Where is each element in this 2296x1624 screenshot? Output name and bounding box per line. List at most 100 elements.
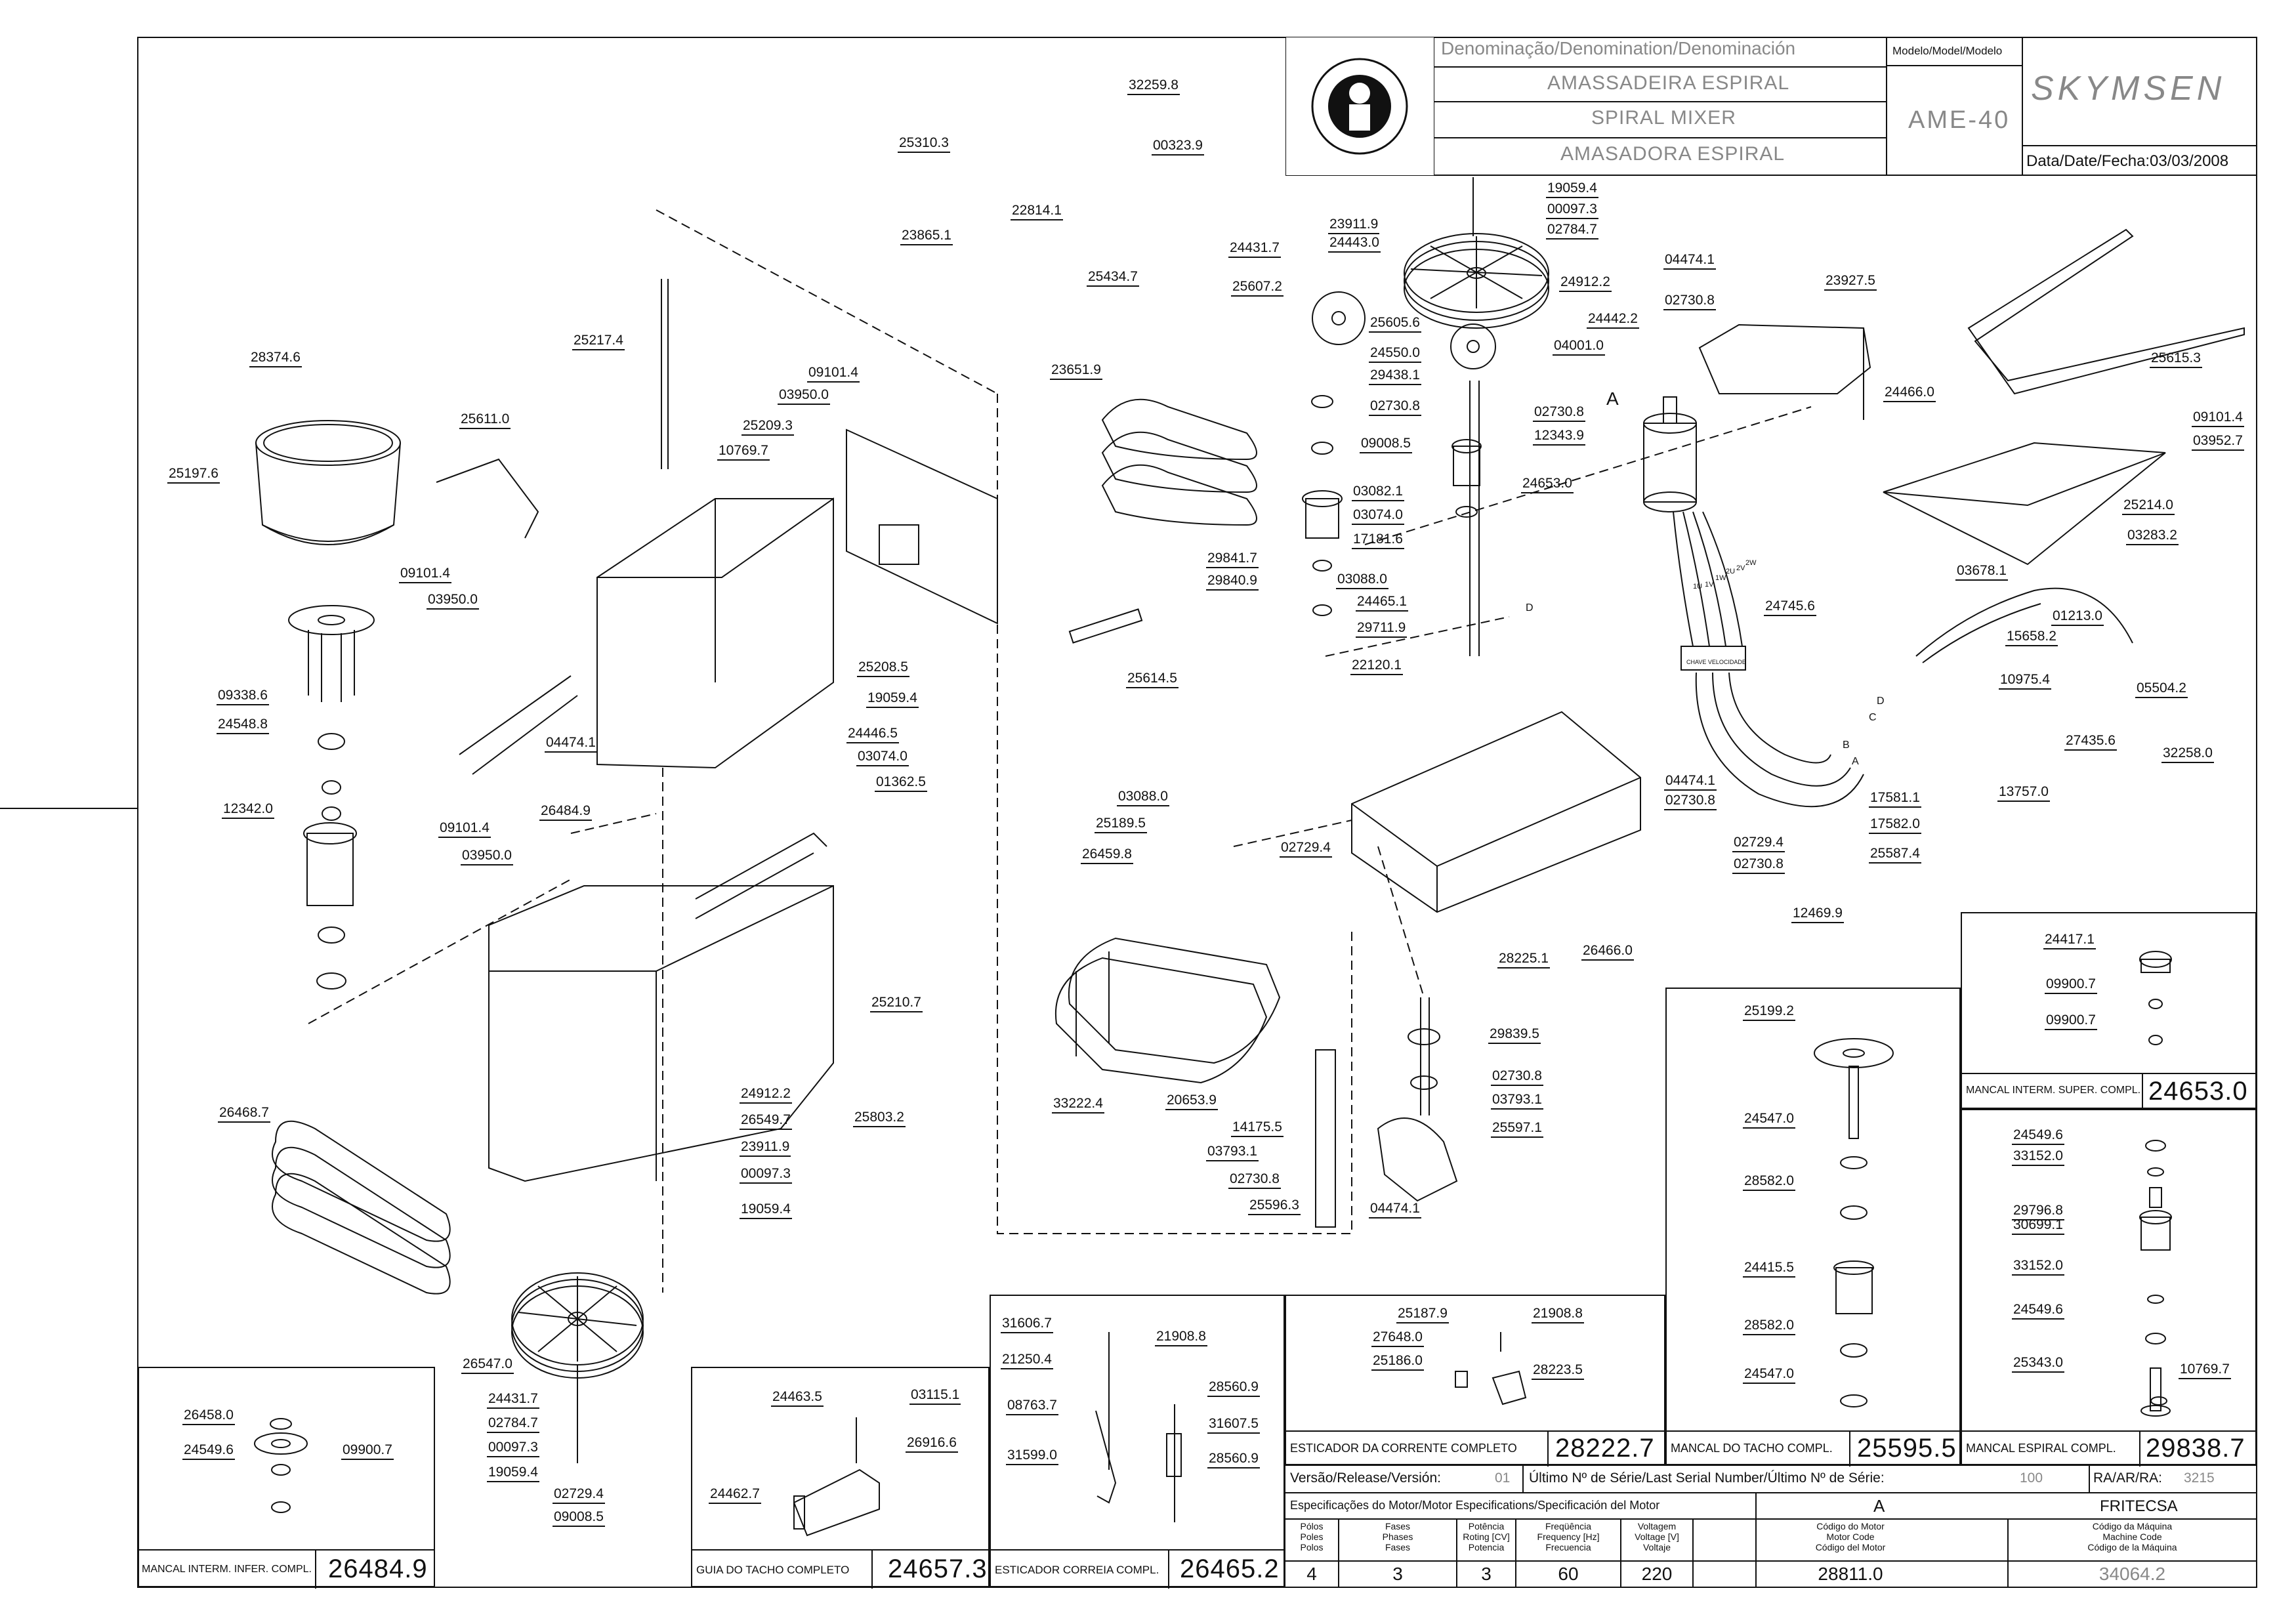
part-number-label: 24548.8 [217, 717, 269, 734]
date-value: 03/03/2008 [2150, 152, 2229, 170]
part-number-label: 27648.0 [1371, 1329, 1424, 1347]
part-number-label: 00097.3 [1546, 201, 1598, 219]
sketch-belt-tensioner [1095, 1332, 1182, 1522]
part-number-label: 25197.6 [167, 466, 220, 484]
part-number-label: 23651.9 [1050, 362, 1102, 380]
part-number-label: 26547.0 [461, 1356, 514, 1374]
part-number-label: 23911.9 [740, 1139, 791, 1157]
part-number-label: 25614.5 [1126, 671, 1179, 688]
part-number-label: 28223.5 [1532, 1362, 1584, 1380]
part-number-label: 03950.0 [461, 848, 513, 865]
part-number-label: 24463.5 [771, 1389, 824, 1407]
sketch-lower-bearing [254, 1418, 308, 1513]
part-number-label: 22120.1 [1350, 657, 1403, 675]
assembly-caption-spiral-bearing: MANCAL ESPIRAL COMPL. 29838.7 [1961, 1430, 2257, 1467]
part-number-label: 02730.8 [1533, 404, 1585, 422]
part-number-label: 09101.4 [2192, 409, 2244, 427]
part-number-label: 28582.0 [1743, 1173, 1795, 1191]
part-number-label: 04001.0 [1553, 338, 1605, 356]
assembly-box-belt-tensioner [990, 1295, 1285, 1587]
brand-logo: SKYMSEN [2031, 70, 2226, 108]
part-number-label: 09338.6 [217, 688, 269, 705]
part-number-label: 28225.1 [1497, 951, 1550, 968]
spec-value-power: 3 [1481, 1564, 1492, 1584]
assembly-box-chain-tensioner [1285, 1295, 1665, 1465]
assembly-box-spiral-bearing [1961, 1109, 2257, 1465]
sketch-chain-tensioner [1455, 1332, 1527, 1405]
part-number-label: 03950.0 [427, 592, 479, 610]
part-number-label: 24549.6 [182, 1442, 235, 1460]
part-number-label: 19059.4 [1546, 180, 1598, 198]
part-number-label: 25605.6 [1369, 315, 1421, 333]
part-number-label: 02730.8 [1732, 856, 1785, 874]
terminal-2w: 2W [1745, 559, 1757, 567]
part-number-label: 24446.5 [846, 726, 899, 743]
authorized-service-seal [1286, 37, 1434, 175]
sketch-bowl-guide [793, 1417, 880, 1537]
bowl-drawing [255, 420, 401, 989]
part-number-label: 25217.4 [572, 333, 625, 350]
part-number-label: 28582.0 [1743, 1318, 1795, 1335]
spec-value-phases: 3 [1392, 1564, 1403, 1584]
part-number-label: 02730.8 [1664, 793, 1717, 810]
part-number-label: 25310.3 [898, 135, 950, 153]
part-number-label: 25611.0 [459, 411, 511, 429]
motor-spec-header: Especificações do Motor/Motor Especifica… [1290, 1499, 1660, 1512]
part-number-label: 25587.4 [1869, 846, 1921, 864]
drawing-frame [137, 37, 2257, 1588]
part-number-label: 30699.1 [2012, 1217, 2064, 1235]
sketch-bowl-bearing [1814, 1038, 1894, 1407]
part-number-label: 25199.2 [1743, 1003, 1795, 1021]
denomination-header: Denominação/Denomination/Denominación [1441, 38, 1796, 58]
part-number-label: 24547.0 [1743, 1366, 1795, 1384]
part-number-label: 25596.3 [1248, 1197, 1301, 1215]
part-number-label: 00097.3 [487, 1440, 539, 1457]
part-number-label: 29711.9 [1356, 620, 1408, 638]
part-number-label: 25434.7 [1087, 269, 1139, 287]
callout-letter-d-shaft: D [1526, 602, 1534, 614]
part-number-label: 22814.1 [1011, 203, 1063, 220]
part-number-label: 24431.7 [487, 1391, 539, 1409]
seal-icon [1311, 58, 1408, 155]
part-number-label: 12469.9 [1791, 906, 1844, 923]
part-number-label: 25597.1 [1491, 1120, 1543, 1138]
assembly-box-upper-bearing [1961, 912, 2257, 1109]
callout-letter-b: B [1843, 739, 1850, 751]
date-label: Data/Date/Fecha: [2026, 152, 2150, 170]
part-number-label: 19059.4 [740, 1201, 792, 1219]
model-number: AME-40 [1908, 106, 2011, 134]
part-number-label: 03952.7 [2192, 433, 2244, 451]
part-number-label: 13757.0 [1997, 784, 2050, 802]
part-number-label: 24549.6 [2012, 1302, 2064, 1320]
part-number-label: 28374.6 [249, 350, 302, 367]
part-number-label: 26549.7 [740, 1112, 792, 1130]
part-number-label: 32258.0 [2161, 745, 2214, 763]
part-number-label: 00097.3 [740, 1166, 792, 1184]
part-number-label: 03115.1 [909, 1387, 961, 1405]
part-number-label: 02730.8 [1663, 293, 1716, 310]
assembly-box-lower-bearing [138, 1367, 435, 1587]
part-number-label: 19059.4 [866, 690, 919, 708]
assembly-caption-upper-bearing: MANCAL INTERM. SUPER. COMPL. 24653.0 [1961, 1073, 2257, 1110]
part-number-label: 04474.1 [1663, 252, 1716, 270]
part-number-label: 03283.2 [2126, 528, 2179, 545]
part-number-label: 25607.2 [1231, 279, 1284, 297]
part-number-label: 02784.7 [487, 1415, 539, 1433]
part-number-label: 26459.8 [1081, 846, 1133, 864]
assembly-caption-chain-tensioner: ESTICADOR DA CORRENTE COMPLETO 28222.7 [1285, 1430, 1665, 1467]
part-number-label: 03793.1 [1491, 1092, 1543, 1110]
assembly-caption-bowl-bearing: MANCAL DO TACHO COMPL. 25595.5 [1665, 1430, 1961, 1467]
part-number-label: 05504.2 [2135, 680, 2188, 698]
pulley-drawing-top [1312, 177, 1549, 656]
part-number-label: 02729.4 [553, 1486, 605, 1504]
part-number-label: 24417.1 [2043, 932, 2096, 949]
model-header: Modelo/Model/Modelo [1892, 45, 2003, 57]
part-number-label: 04474.1 [1369, 1201, 1421, 1218]
part-number-label: 10975.4 [1999, 672, 2051, 690]
part-number-label: 03082.1 [1352, 484, 1404, 501]
terminal-2v: 2V [1736, 564, 1745, 572]
part-number-label: 29841.7 [1206, 551, 1259, 568]
part-number-label: 03074.0 [1352, 507, 1404, 525]
